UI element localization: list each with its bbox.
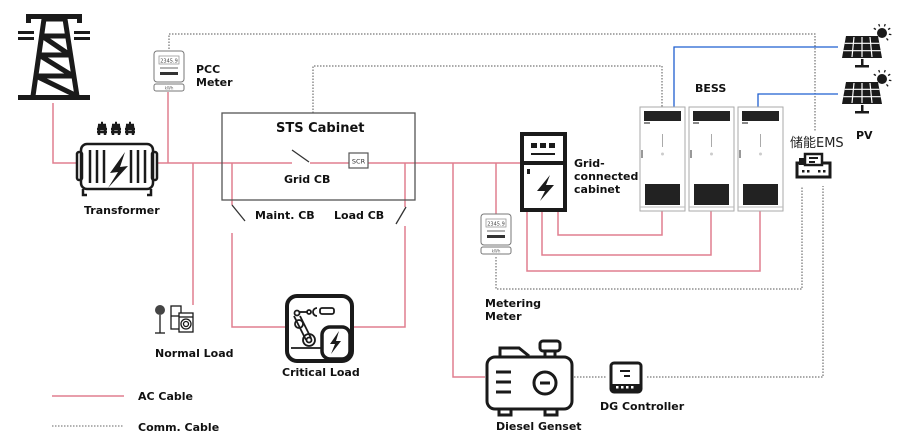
- pv-cable-2: [757, 93, 838, 107]
- grid-cb-label: Grid CB: [284, 173, 331, 186]
- load-cb-switch[interactable]: [395, 206, 407, 225]
- power-tower-icon: [18, 14, 90, 100]
- pv-cable-1: [673, 46, 838, 107]
- ems-controller-icon: [795, 152, 832, 179]
- pcc-meter-display: 2345.9: [160, 59, 178, 65]
- grid-cabinet-label: Grid- connected cabinet: [574, 157, 639, 196]
- maint-cb-label: Maint. CB: [255, 209, 315, 222]
- ems-label: 储能EMS: [790, 136, 844, 151]
- metering-meter-label: Metering Meter: [485, 297, 542, 323]
- comm-dg-to-ems: [647, 186, 824, 378]
- bess-cabinets: [639, 106, 784, 212]
- diesel-genset-label: Diesel Genset: [496, 420, 582, 433]
- bess-label: BESS: [695, 82, 727, 95]
- comm-sts-to-bess: [312, 65, 663, 113]
- grid-cabinet-icon: [520, 132, 567, 212]
- pv-cables: [673, 46, 838, 107]
- controller-icon: [609, 361, 643, 394]
- comm-pcc-to-ems: [168, 33, 816, 132]
- normal-load-label: Normal Load: [155, 347, 234, 360]
- maint-cb-switch[interactable]: [231, 204, 246, 222]
- generator-icon: [485, 339, 574, 417]
- metering-meter-display: 2345.9: [487, 222, 505, 228]
- legend: [52, 395, 124, 427]
- scr-box: [348, 152, 369, 169]
- sts-cabinet-label: STS Cabinet: [276, 121, 365, 136]
- pcc-meter-icon: 2345.9 kWh: [153, 50, 185, 92]
- pv-label: PV: [856, 129, 873, 142]
- scr-label: SCR: [352, 158, 366, 166]
- ac-bess-2: [541, 210, 712, 256]
- sun-icon: [873, 23, 892, 41]
- ac-bess-1: [557, 210, 663, 236]
- metering-meter-unit: kWh: [492, 249, 501, 254]
- bushings: [97, 121, 135, 135]
- metering-meter-icon: 2345.9 kWh: [480, 213, 512, 255]
- pcc-meter-label: PCC Meter: [196, 63, 233, 89]
- sts-cabinet: SCR: [221, 112, 416, 225]
- ac-maint-branch-bottom: [231, 233, 287, 328]
- solar-panel-icon: [842, 23, 892, 68]
- battery-cabinet-icon: [688, 106, 735, 212]
- load-cb-label: Load CB: [334, 209, 385, 222]
- grid-cb-switch[interactable]: [291, 149, 310, 163]
- sun-icon: [873, 69, 892, 87]
- battery-cabinet-icon: [737, 106, 784, 212]
- legend-ac-label: AC Cable: [138, 390, 194, 403]
- battery-cabinet-icon: [639, 106, 686, 212]
- ac-genset-branch: [452, 163, 485, 378]
- critical-load-label: Critical Load: [282, 366, 360, 379]
- ac-tower-to-transformer: [52, 103, 78, 164]
- appliances-icon: [155, 305, 194, 334]
- comm-metering-to-ems: [495, 186, 803, 290]
- comm-cables: [168, 33, 824, 378]
- dg-controller-label: DG Controller: [600, 400, 685, 413]
- solar-panel-icon: [842, 69, 892, 114]
- legend-comm-label: Comm. Cable: [138, 421, 220, 434]
- ac-bess-3: [526, 210, 761, 272]
- transformer-label: Transformer: [84, 204, 160, 217]
- critical-load-icon: [285, 294, 354, 363]
- ac-cables: [52, 92, 761, 378]
- pv-panels: [842, 23, 892, 114]
- transformer-icon: [75, 121, 159, 197]
- pcc-meter-unit: kWh: [165, 86, 174, 91]
- ac-load-branch-bottom: [352, 226, 406, 328]
